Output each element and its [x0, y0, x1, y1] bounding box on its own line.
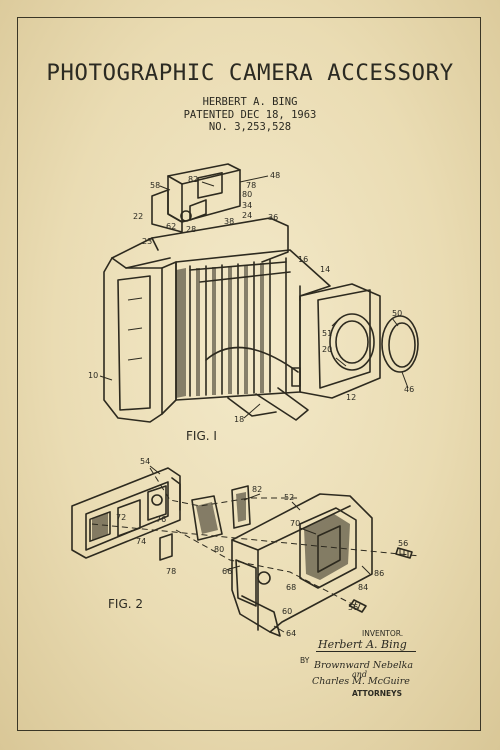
- ref-48: 48: [270, 171, 280, 180]
- ref-50: 50: [392, 309, 402, 318]
- ref-12: 12: [346, 393, 356, 402]
- fig1-label: FIG. I: [186, 429, 217, 443]
- attorney-signature-and: and: [352, 670, 368, 679]
- attorney-signature-1: Brownward Nebelka: [314, 660, 414, 671]
- ref-58: 58: [150, 181, 160, 190]
- ref-38: 38: [224, 217, 234, 226]
- by-label: BY: [300, 656, 310, 665]
- ref-20: 20: [322, 345, 332, 354]
- ref2-86: 86: [374, 569, 384, 578]
- ref2-78: 78: [166, 567, 176, 576]
- ref2-60: 60: [282, 607, 292, 616]
- patent-info: HERBERT A. BING PATENTED DEC 18, 1963 NO…: [0, 96, 500, 134]
- ref2-84: 84: [358, 583, 368, 592]
- fig2-reference-numbers: 54 82 52 72 76 70 74 80 56 78 66 86 68 8…: [116, 457, 408, 638]
- ref2-68: 68: [286, 583, 296, 592]
- ref-51: 51: [322, 329, 332, 338]
- ref-82: 82: [188, 175, 198, 184]
- ref-28: 28: [186, 225, 196, 234]
- ref2-54: 54: [140, 457, 150, 466]
- ref-34: 34: [242, 201, 252, 210]
- ref2-52: 52: [284, 493, 294, 502]
- attorneys-caption: ATTORNEYS: [352, 689, 403, 698]
- patent-title: PHOTOGRAPHIC CAMERA ACCESSORY: [46, 60, 454, 86]
- ref2-80: 80: [214, 545, 224, 554]
- inventor-line: HERBERT A. BING: [202, 96, 298, 108]
- fig1-reference-numbers: 82 48 58 78 80 34 22 24 36 62 28 38 23 1…: [88, 171, 414, 443]
- fig2-exploded-drawing: FIG. 2: [71, 467, 421, 637]
- ref-18: 18: [234, 415, 244, 424]
- inventor-signature-line: [316, 651, 416, 652]
- ref2-74: 74: [136, 537, 146, 546]
- patented-line: PATENTED DEC 18, 1963: [183, 108, 317, 121]
- ref2-66: 66: [222, 567, 232, 576]
- inventor-caption: INVENTOR.: [362, 629, 404, 638]
- ref-36: 36: [268, 213, 278, 222]
- ref-16: 16: [298, 255, 308, 264]
- ref2-70: 70: [290, 519, 300, 528]
- ref2-56-bottom: 56: [348, 603, 358, 612]
- ref2-72: 72: [116, 513, 126, 522]
- ref2-56-top: 56: [398, 539, 408, 548]
- ref2-64: 64: [286, 629, 296, 638]
- fig2-label: FIG. 2: [108, 597, 143, 611]
- ref-80: 80: [242, 190, 252, 199]
- ref-14: 14: [320, 265, 330, 274]
- ref-23: 23: [142, 237, 152, 246]
- border-frame: [17, 17, 481, 731]
- ref-46: 46: [404, 385, 414, 394]
- ref2-82: 82: [252, 485, 262, 494]
- fig1-camera-drawing: [103, 163, 419, 423]
- ref-24: 24: [242, 211, 252, 220]
- ref-78: 78: [246, 181, 256, 190]
- inventor-signature: Herbert A. Bing: [318, 638, 407, 651]
- ref-62: 62: [166, 222, 176, 231]
- ref-22: 22: [133, 212, 143, 221]
- patent-number-line: NO. 3,253,528: [208, 121, 292, 133]
- ref-10: 10: [88, 371, 98, 380]
- ref2-76: 76: [156, 515, 166, 524]
- attorney-signature-2: Charles M. McGuire: [312, 676, 410, 687]
